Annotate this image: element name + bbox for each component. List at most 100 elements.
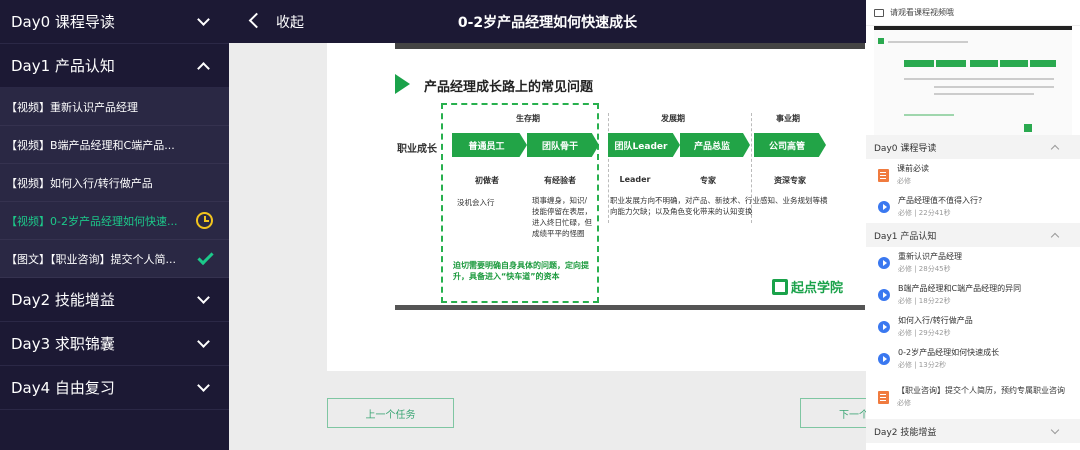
outline-item[interactable]: B端产品经理和C端产品经理的异同 必修 | 18分22秒 (866, 279, 1080, 311)
check-icon (197, 248, 214, 265)
document-icon (878, 168, 889, 182)
outline-item[interactable]: 【职业咨询】提交个人简历，预约专属职业咨询 必修 (866, 375, 1080, 419)
role-label: 资深专家 (774, 176, 806, 185)
outline-item-title: 课前必读 (897, 163, 929, 173)
stage-label: 事业期 (776, 114, 800, 123)
sidebar-section-label: Day3 求职锦囊 (11, 335, 115, 353)
thumbnail-mark (1024, 124, 1032, 132)
page-title: 0-2岁产品经理如何快速成长 (457, 15, 638, 31)
thumbnail-mark (904, 60, 934, 67)
survival-stage-box (441, 103, 599, 303)
outline-section-day0[interactable]: Day0 课程导读 (866, 135, 1080, 159)
course-sidebar: Day0 课程导读 Day1 产品认知 【视频】重新认识产品经理 【视频】B端产… (0, 0, 229, 450)
sidebar-item-lesson[interactable]: 【图文】【职业咨询】提交个人简... (0, 240, 229, 278)
sidebar-item-lesson-active[interactable]: 【视频】0-2岁产品经理如何快速... (0, 202, 229, 240)
outline-item-title: 产品经理值不值得入行? (898, 195, 983, 205)
row-label: 职业成长 (397, 144, 437, 155)
thumbnail-line (934, 86, 1054, 88)
outline-section-day2[interactable]: Day2 技能增益 (866, 419, 1080, 443)
outline-item-title: 重新认识产品经理 (898, 251, 962, 261)
outline-section-label: Day1 产品认知 (874, 231, 937, 242)
sidebar-item-lesson[interactable]: 【视频】如何入行/转行做产品 (0, 164, 229, 202)
chevron-down-icon (197, 378, 210, 392)
slide-viewer[interactable]: 产品经理成长路上的常见问题 生存期 发展期 事业期 职业成长 普通员工 团队骨干… (327, 43, 866, 371)
outline-item[interactable]: 0-2岁产品经理如何快速成长 必修 | 13分2秒 (866, 343, 1080, 375)
sidebar-item-label: 【视频】0-2岁产品经理如何快速... (6, 214, 178, 228)
chevron-down-icon (1050, 425, 1060, 434)
outline-item-meta: 必修 | 22分41秒 (898, 209, 951, 218)
step-arrow: 产品总监 (680, 133, 750, 157)
slide: 产品经理成长路上的常见问题 生存期 发展期 事业期 职业成长 普通员工 团队骨干… (395, 43, 865, 310)
outline-item-meta: 必修 | 28分45秒 (898, 265, 951, 274)
thumbnail-line (904, 114, 954, 116)
chevron-down-icon (197, 12, 210, 26)
divider (608, 113, 609, 223)
sidebar-section-day1[interactable]: Day1 产品认知 (0, 44, 229, 88)
video-thumbnail[interactable] (874, 26, 1072, 135)
play-icon (878, 201, 890, 213)
outline-item-title: 如何入行/转行做产品 (898, 315, 973, 325)
outline-section-label: Day0 课程导读 (874, 143, 937, 154)
outline-item[interactable]: 重新认识产品经理 必修 | 28分45秒 (866, 247, 1080, 279)
collapse-button[interactable]: 收起 (276, 15, 304, 31)
document-icon (878, 390, 889, 404)
outline-item[interactable]: 如何入行/转行做产品 必修 | 29分42秒 (866, 311, 1080, 343)
thumbnail-mark (970, 60, 998, 67)
thumbnail-line (904, 78, 1054, 80)
panel-header-label: 请观看课程视频哦 (890, 8, 954, 17)
sidebar-section-label: Day2 技能增益 (11, 291, 115, 309)
outline-section-day1[interactable]: Day1 产品认知 (866, 223, 1080, 247)
panel-header: 请观看课程视频哦 (866, 0, 1080, 26)
outline-item-meta: 必修 | 29分42秒 (898, 329, 951, 338)
sidebar-section-day3[interactable]: Day3 求职锦囊 (0, 322, 229, 366)
outline-item-meta: 必修 (897, 177, 911, 186)
top-bar: 收起 0-2岁产品经理如何快速成长 (229, 0, 866, 43)
chevron-down-icon (197, 334, 210, 348)
chevron-up-icon (1050, 144, 1060, 153)
outline-item-title: B端产品经理和C端产品经理的异同 (898, 283, 1022, 293)
brand-logo: 起点学院 (771, 277, 843, 296)
thumbnail-mark (1000, 60, 1028, 67)
clock-icon (196, 212, 213, 229)
outline-item-meta: 必修 (897, 399, 911, 408)
outline-item[interactable]: 课前必读 必修 (866, 159, 1080, 191)
step-arrow: 团队Leader (608, 133, 680, 157)
stage-label: 发展期 (661, 114, 685, 123)
play-icon (878, 321, 890, 333)
prev-task-button[interactable]: 上一个任务 (327, 398, 454, 428)
outline-item-title: 【职业咨询】提交个人简历，预约专属职业咨询 (897, 385, 1065, 395)
stage-label: 生存期 (516, 114, 540, 123)
slide-note: 迫切需要明确自身具体的问题，定向提升，具备进入“快车道”的资本 (453, 261, 589, 282)
outline-item-title: 0-2岁产品经理如何快速成长 (898, 347, 1000, 357)
step-arrow: 团队骨干 (527, 133, 599, 157)
stage-description: 琐事缠身，知识/技能停留在表层，进入终日忙碌，但成绩平平的怪圈 (532, 196, 592, 238)
thumbnail-mark (878, 38, 884, 44)
sidebar-section-day0[interactable]: Day0 课程导读 (0, 0, 229, 44)
role-label: 专家 (700, 176, 716, 185)
sidebar-section-label: Day0 课程导读 (11, 13, 115, 31)
main-content: 产品经理成长路上的常见问题 生存期 发展期 事业期 职业成长 普通员工 团队骨干… (229, 43, 890, 450)
outline-section-label: Day2 技能增益 (874, 427, 937, 438)
triangle-icon (395, 74, 410, 94)
play-icon (878, 289, 890, 301)
outline-item-meta: 必修 | 18分22秒 (898, 297, 951, 306)
stage-description: 没机会入行 (457, 198, 495, 207)
sidebar-section-label: Day4 自由复习 (11, 379, 115, 397)
thumbnail-mark (1030, 60, 1056, 67)
step-arrow: 公司高管 (754, 133, 826, 157)
sidebar-section-day2[interactable]: Day2 技能增益 (0, 278, 229, 322)
logo-icon (771, 278, 788, 295)
sidebar-item-label: 【视频】重新认识产品经理 (6, 100, 138, 114)
slide-bottom-bar (395, 305, 865, 310)
sidebar-section-day4[interactable]: Day4 自由复习 (0, 366, 229, 410)
sidebar-item-label: 【视频】如何入行/转行做产品 (6, 176, 153, 190)
divider (751, 113, 752, 223)
chevron-up-icon (197, 61, 210, 75)
outline-item[interactable]: 产品经理值不值得入行? 必修 | 22分41秒 (866, 191, 1080, 223)
video-icon (874, 8, 884, 17)
logo-text: 起点学院 (790, 281, 843, 296)
chevron-up-icon (1050, 232, 1060, 241)
sidebar-item-lesson[interactable]: 【视频】B端产品经理和C端产品... (0, 126, 229, 164)
role-label: 有经验者 (544, 176, 576, 185)
sidebar-item-lesson[interactable]: 【视频】重新认识产品经理 (0, 88, 229, 126)
